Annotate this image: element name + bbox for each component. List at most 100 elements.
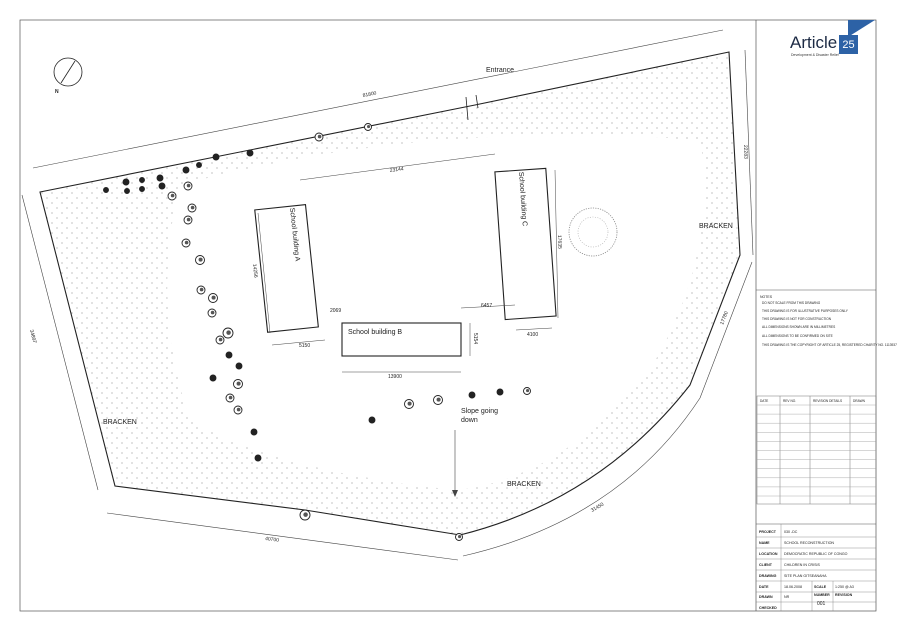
tree-canopy [226,330,231,335]
notes-heading: NOTES [760,295,773,299]
dim-a-height-label: 14256 [251,264,258,279]
dim-c-width-label: 4100 [527,332,538,338]
entrance-mark [465,96,469,121]
tb-number-label: NUMBER [814,593,830,597]
tree-canopy [228,395,233,400]
dim-left-label: 34897 [28,329,37,344]
dim-a-to-b-label: 2069 [330,308,341,314]
tb-revision-label: REVISION [835,593,853,597]
dim-a-height [257,212,271,334]
tree [103,187,109,193]
tb-number: 001 [817,601,826,607]
dim-bottom-label: 40700 [265,536,280,544]
bracken-label: BRACKEN [507,481,541,488]
tree-canopy [526,389,530,393]
entrance-mark [475,94,479,109]
tree-canopy [170,193,175,198]
note-line: THIS DRAWING IS FOR ILLUSTRATIVE PURPOSE… [762,309,849,313]
title-block-grid [756,523,876,611]
tree [139,186,145,192]
tb-drawing: SITE PLAN GITSEANAHA [784,574,827,578]
dim-line-right-mid [699,261,753,399]
dim-a-width-label: 5150 [299,343,310,349]
tree [139,177,145,183]
tb-project-label: PROJECT [759,530,777,534]
dim-b-height-label: 5154 [472,333,478,344]
dim-right-curve-label: 31450 [590,501,605,513]
rev-header-rev-no: REV NO. [783,399,796,403]
tree-canopy [236,381,241,386]
dim-c-width [515,327,553,331]
tb-scale-label: SCALE [814,585,827,589]
tree [122,178,130,186]
logo-number-box: 25 [839,35,858,54]
tree [225,351,233,359]
tree [254,454,262,462]
tree-canopy [317,134,322,139]
trees-group [103,123,531,541]
tree-canopy [458,535,462,539]
dim-line-right-curve [462,397,701,557]
tb-drawn: NR [784,595,790,599]
tree [496,388,504,396]
tree-canopy [184,240,189,245]
tree [250,428,258,436]
dim-right-top-label: 22283 [742,145,748,159]
rev-header-drawn: DRAWN [853,399,866,403]
dim-c-height [554,169,559,319]
building-b-label: School building B [348,329,402,336]
rev-header-date: DATE [760,399,768,403]
tree [124,188,130,194]
school-building-a [254,204,319,333]
tree-canopy [367,125,371,129]
slope-label: Slope going [461,408,498,415]
dim-line-left [21,194,99,491]
tb-client-label: CLIENT [759,563,773,567]
tree [468,391,476,399]
tree-canopy [218,337,223,342]
tree-canopy [199,287,204,292]
entrance-label: Entrance [486,67,514,74]
tree-canopy [236,407,241,412]
tree-canopy [211,295,216,300]
tb-date-label: DATE [759,585,769,589]
tree [246,149,254,157]
school-building-c [494,167,557,321]
tree-canopy [436,397,441,402]
tb-location-label: LOCATION [759,552,778,556]
tb-drawn-label: DRAWN [759,595,773,599]
dim-top-label: 81800 [362,90,377,99]
tb-client: CHILDREN IN CRISIS [784,563,821,567]
tree-canopy [198,257,203,262]
tree [368,416,376,424]
bracken-label: BRACKEN [103,419,137,426]
dim-b-to-c [460,304,516,309]
tree [156,174,164,182]
tree-canopy [407,401,412,406]
large-bush-inner [577,216,609,248]
tb-checked-label: CHECKED [759,606,777,610]
rev-header-details: REVISION DETAILS [813,399,842,403]
dim-a-width [271,339,326,346]
tb-date: 18.06.2008 [784,585,802,589]
dim-b-to-c-label: 6457 [481,303,492,309]
dim-line-top [32,29,724,169]
tb-name-label: NAME [759,541,770,545]
north-arrow-needle [60,60,76,84]
building-c-label: School building C [517,172,528,227]
note-line: THIS DRAWING IS NOT FOR CONSTRUCTION [762,317,832,321]
tree [196,162,202,168]
tree-canopy [186,183,191,188]
note-line: ALL DIMENSIONS SHOWN ARE IN MILLIMETRES [762,325,835,329]
slope-label: down [461,417,478,424]
school-building-b [341,322,462,357]
tree [235,362,243,370]
tree-canopy [186,217,191,222]
tree [158,182,166,190]
tree [209,374,217,382]
tree-canopy [303,512,308,517]
north-label: N [55,89,59,95]
tb-scale: 1:250 @ A3 [835,585,854,589]
bracken-label: BRACKEN [699,223,733,230]
